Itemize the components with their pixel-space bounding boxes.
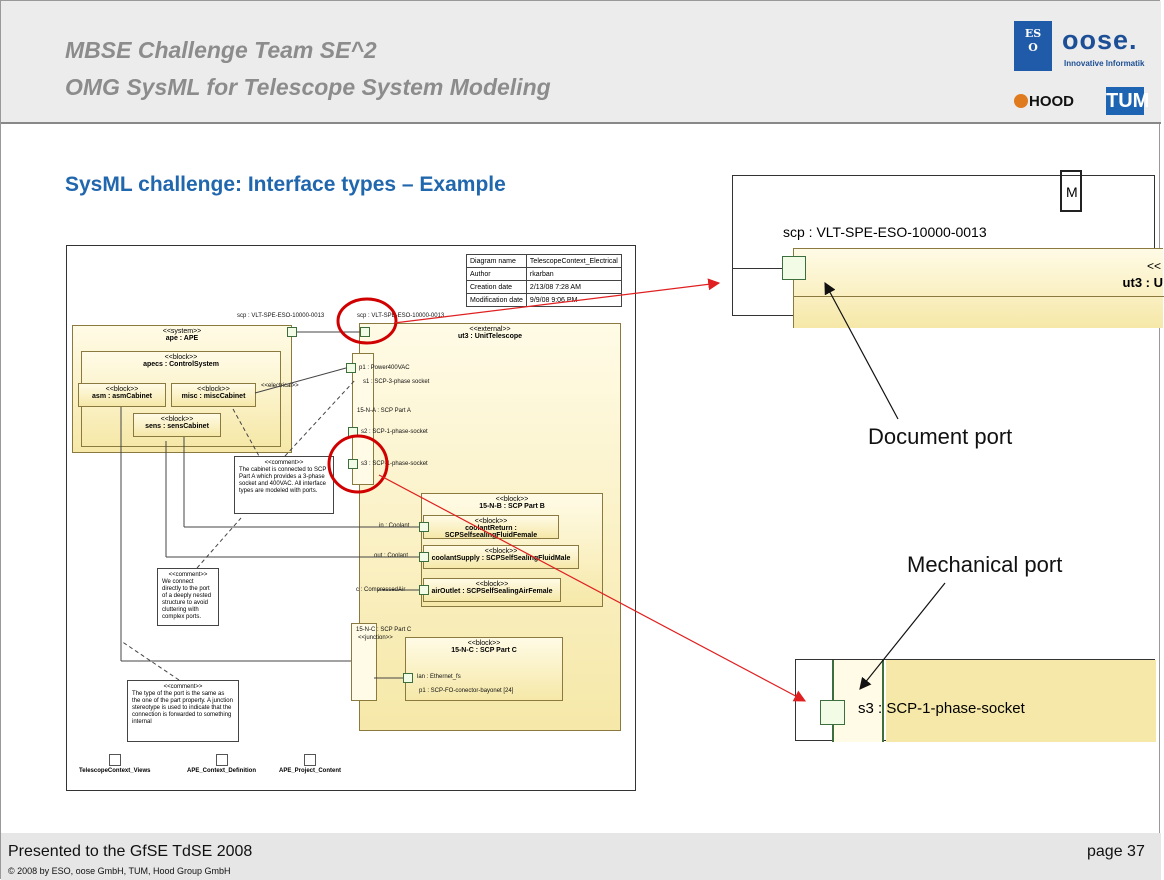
ape-context-definition-link[interactable]: APE_Context_Definition xyxy=(187,754,256,774)
zoom-document-port-square xyxy=(782,256,806,280)
header-title-line2: OMG SysML for Telescope System Modeling xyxy=(65,74,551,100)
page-number: page 37 xyxy=(1087,843,1145,860)
scp-port-label-top: scp : VLT-SPE-ESO-10000-0013 xyxy=(357,313,445,319)
zoom-frame-fragment: M xyxy=(1060,170,1082,212)
zoom-mechanical-port: s3 : SCP-1-phase-socket xyxy=(795,659,1156,742)
s2-port[interactable] xyxy=(348,427,358,437)
asm-cabinet-block[interactable]: <<block>> asm : asmCabinet xyxy=(78,383,166,407)
sens-cabinet-block[interactable]: <<block>> sens : sensCabinet xyxy=(133,413,221,437)
in-coolant-label: in : Coolant xyxy=(379,523,410,529)
hood-logo: HOOD xyxy=(1014,93,1074,110)
zoom-document-port: M scp : VLT-SPE-ESO-10000-0013 << ut3 : … xyxy=(732,170,1164,328)
oose-logo-subtitle: Innovative Informatik xyxy=(1064,59,1145,68)
air-outlet-block[interactable]: <<block>> airOutlet : SCPSelfSealingAirF… xyxy=(423,578,561,602)
diagram-icon xyxy=(108,754,121,766)
s2-port-label: s2 : SCP-1-phase-socket xyxy=(361,429,428,435)
document-port-callout: Document port xyxy=(868,424,1013,449)
coolant-supply-port[interactable] xyxy=(419,552,429,562)
part-a-label: 15-N-A : SCP Part A xyxy=(357,408,411,414)
slide-header: MBSE Challenge Team SE^2 OMG SysML for T… xyxy=(1,1,1161,124)
zoom-s3-port-square xyxy=(820,700,845,725)
diagram-icon xyxy=(215,754,228,766)
zoom-ut3-block: << ut3 : U xyxy=(793,248,1164,328)
hood-logo-icon xyxy=(1014,94,1028,108)
compressed-air-label: c : CompressedAir xyxy=(356,587,406,593)
slide-title: SysML challenge: Interface types – Examp… xyxy=(65,173,506,196)
mechanical-port-callout: Mechanical port xyxy=(907,552,1063,577)
tum-logo: TUM xyxy=(1106,87,1149,115)
s1-port-label: s1 : SCP-3-phase socket xyxy=(363,379,430,385)
scp-document-port[interactable] xyxy=(360,327,370,337)
zoom-scp-label: scp : VLT-SPE-ESO-10000-0013 xyxy=(783,224,987,240)
p1-port-label: p1 : Power400VAC xyxy=(359,365,410,371)
slide-footer xyxy=(1,833,1161,880)
scp-port-ape[interactable] xyxy=(287,327,297,337)
coolant-return-port[interactable] xyxy=(419,522,429,532)
air-outlet-port[interactable] xyxy=(419,585,429,595)
header-title-line1: MBSE Challenge Team SE^2 xyxy=(65,37,377,63)
lan-port[interactable] xyxy=(403,673,413,683)
misc-cabinet-block[interactable]: <<block>> misc : miscCabinet xyxy=(171,383,256,407)
scp-part-c-junction xyxy=(351,623,377,701)
s3-port-label: s3 : SCP-1-phase-socket xyxy=(361,461,428,467)
diagram-icon xyxy=(304,754,316,766)
zoom-s3-label: s3 : SCP-1-phase-socket xyxy=(858,700,1025,717)
lan-port-label: lan : Ethernet_fs xyxy=(417,674,461,680)
coolant-return-block[interactable]: <<block>> coolantReturn : SCPSelfsealing… xyxy=(423,515,559,539)
oose-logo: oose. xyxy=(1062,25,1138,55)
comment-note-1: <<comment>> The cabinet is connected to … xyxy=(234,456,334,514)
zoom-connector xyxy=(733,268,783,269)
p1-port[interactable] xyxy=(346,363,356,373)
out-coolant-label: out : Coolant xyxy=(374,553,409,559)
comment-note-3: <<comment>> The type of the port is the … xyxy=(127,680,239,742)
p1-fo-port-label: p1 : SCP-FO-conector-bayonet [24] xyxy=(419,688,514,694)
part-c-port-label: 15-N-C : SCP Part C xyxy=(356,627,412,633)
coolant-supply-block[interactable]: <<block>> coolantSupply : SCPSelfSealing… xyxy=(423,545,579,569)
footer-copyright: © 2008 by ESO, oose GmbH, TUM, Hood Grou… xyxy=(8,866,231,876)
scp-port-label-left: scp : VLT-SPE-ESO-10000-0013 xyxy=(237,313,325,319)
ape-project-content-link[interactable]: APE_Project_Content xyxy=(279,754,341,774)
footer-presented: Presented to the GfSE TdSE 2008 xyxy=(8,843,253,860)
s3-mechanical-port[interactable] xyxy=(348,459,358,469)
junction-stereotype-label: <<junction>> xyxy=(358,635,393,641)
telescope-context-views-link[interactable]: TelescopeContext_Views xyxy=(79,754,150,774)
comment-note-2: <<comment>> We connect directly to the p… xyxy=(157,568,219,626)
electrical-stereotype-label: <<electrical>> xyxy=(261,383,299,389)
